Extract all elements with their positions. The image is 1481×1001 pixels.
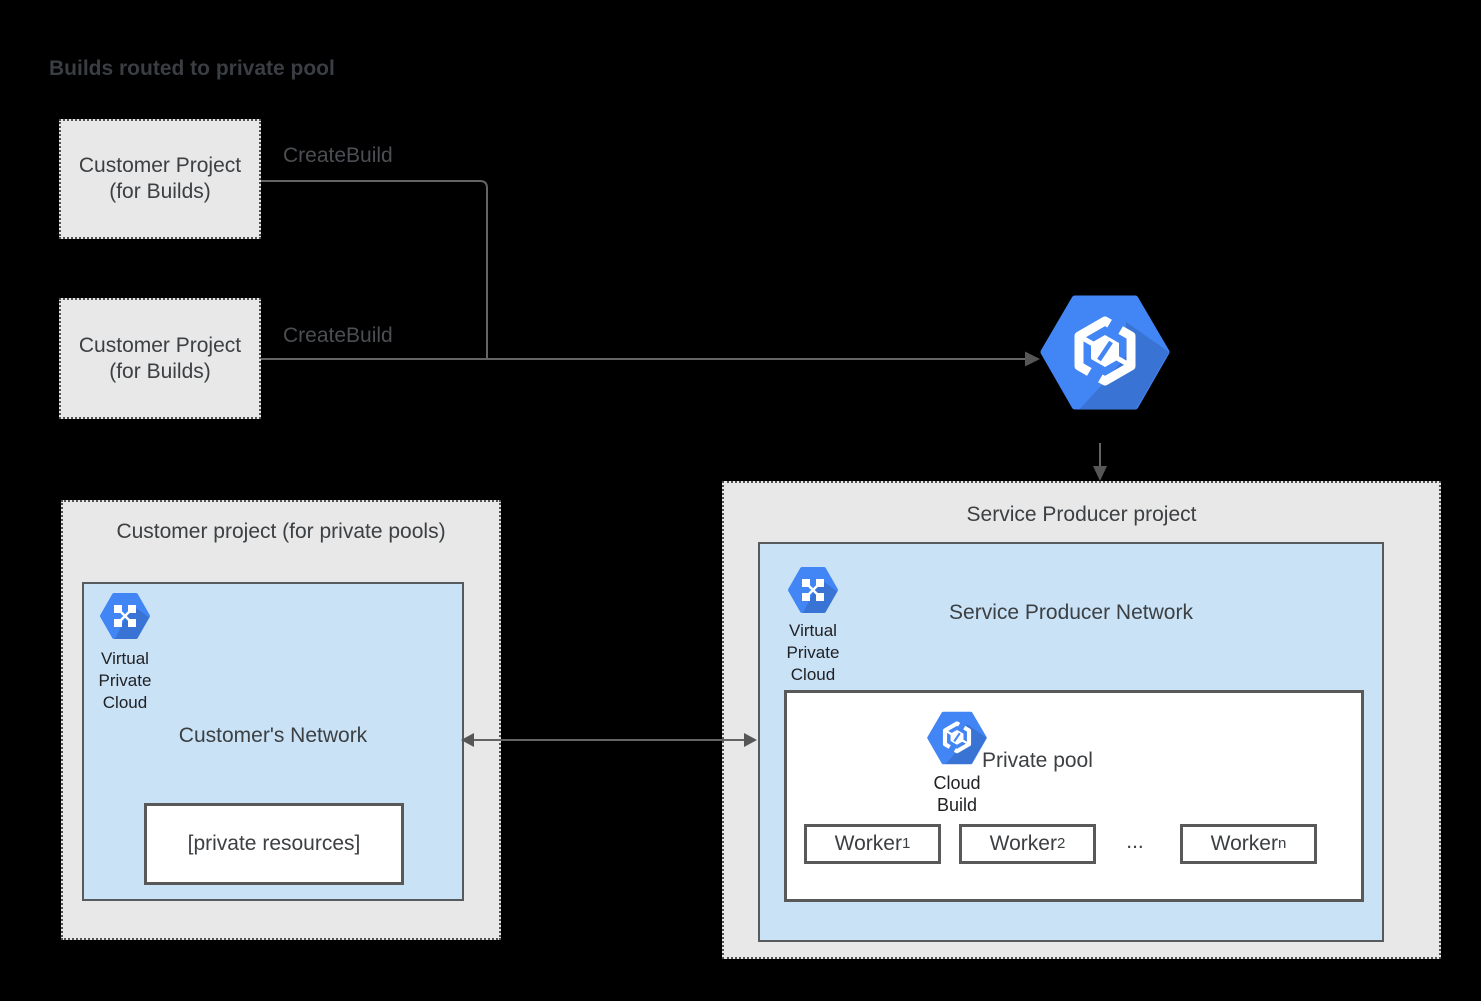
vpc-label-line: Virtual bbox=[101, 649, 149, 668]
private-pool-title: Private pool bbox=[982, 749, 1093, 772]
vpc-label: Virtual Private Cloud bbox=[85, 648, 165, 714]
cloud-build-label: Cloud Build bbox=[917, 772, 997, 816]
cloud-build-to-service-producer-arrow bbox=[1093, 443, 1107, 481]
customer-network-box: Virtual Private Cloud Customer's Network… bbox=[82, 582, 464, 901]
project-name-line: Customer Project bbox=[78, 333, 242, 357]
service-producer-network-title: Service Producer Network bbox=[949, 601, 1193, 624]
createbuild-arrow-to-cloud-build bbox=[261, 351, 1040, 367]
service-producer-network-box: Virtual Private Cloud Service Producer N… bbox=[758, 542, 1384, 942]
private-resources-box: [private resources] bbox=[144, 803, 404, 885]
worker-label: Worker bbox=[1210, 832, 1278, 855]
worker-label: Worker bbox=[989, 832, 1057, 855]
project-name-line: (for Builds) bbox=[109, 359, 211, 383]
createbuild-label-2: CreateBuild bbox=[283, 324, 393, 347]
cloud-build-label-line: Build bbox=[936, 795, 978, 815]
vpc-label-line: Private bbox=[98, 671, 152, 690]
vpc-label-line: Cloud bbox=[102, 693, 148, 712]
vpc-label-line: Cloud bbox=[790, 665, 836, 684]
customer-network-title: Customer's Network bbox=[178, 724, 368, 747]
cloud-build-label-line: Cloud bbox=[933, 773, 981, 793]
workers-ellipsis: ... bbox=[1126, 830, 1144, 853]
customer-pool-project-box: Customer project (for private pools) Vir… bbox=[61, 500, 501, 940]
customer-pool-project-title: Customer project (for private pools) bbox=[116, 520, 446, 543]
project-name-line: (for Builds) bbox=[109, 180, 211, 203]
vpc-label-line: Virtual bbox=[789, 621, 837, 640]
page-title: Builds routed to private pool bbox=[49, 57, 335, 80]
createbuild-label-1: CreateBuild bbox=[283, 144, 393, 167]
service-producer-project-title: Service Producer project bbox=[966, 503, 1197, 526]
customer-build-project-box-2: Customer Project (for Builds) bbox=[59, 298, 261, 419]
cloud-build-icon bbox=[1040, 294, 1170, 411]
project-name-line: Customer Project bbox=[78, 154, 242, 177]
vpc-label-line: Private bbox=[786, 643, 840, 662]
customer-build-project-box-1: Customer Project (for Builds) bbox=[59, 119, 261, 239]
service-producer-project-box: Service Producer project Virtual Private… bbox=[722, 481, 1441, 959]
worker-label: Worker bbox=[834, 832, 902, 855]
cloud-build-icon-small bbox=[927, 711, 987, 765]
vpc-icon bbox=[99, 592, 151, 640]
vpc-label: Virtual Private Cloud bbox=[773, 620, 853, 686]
network-peering-arrow bbox=[461, 733, 757, 747]
